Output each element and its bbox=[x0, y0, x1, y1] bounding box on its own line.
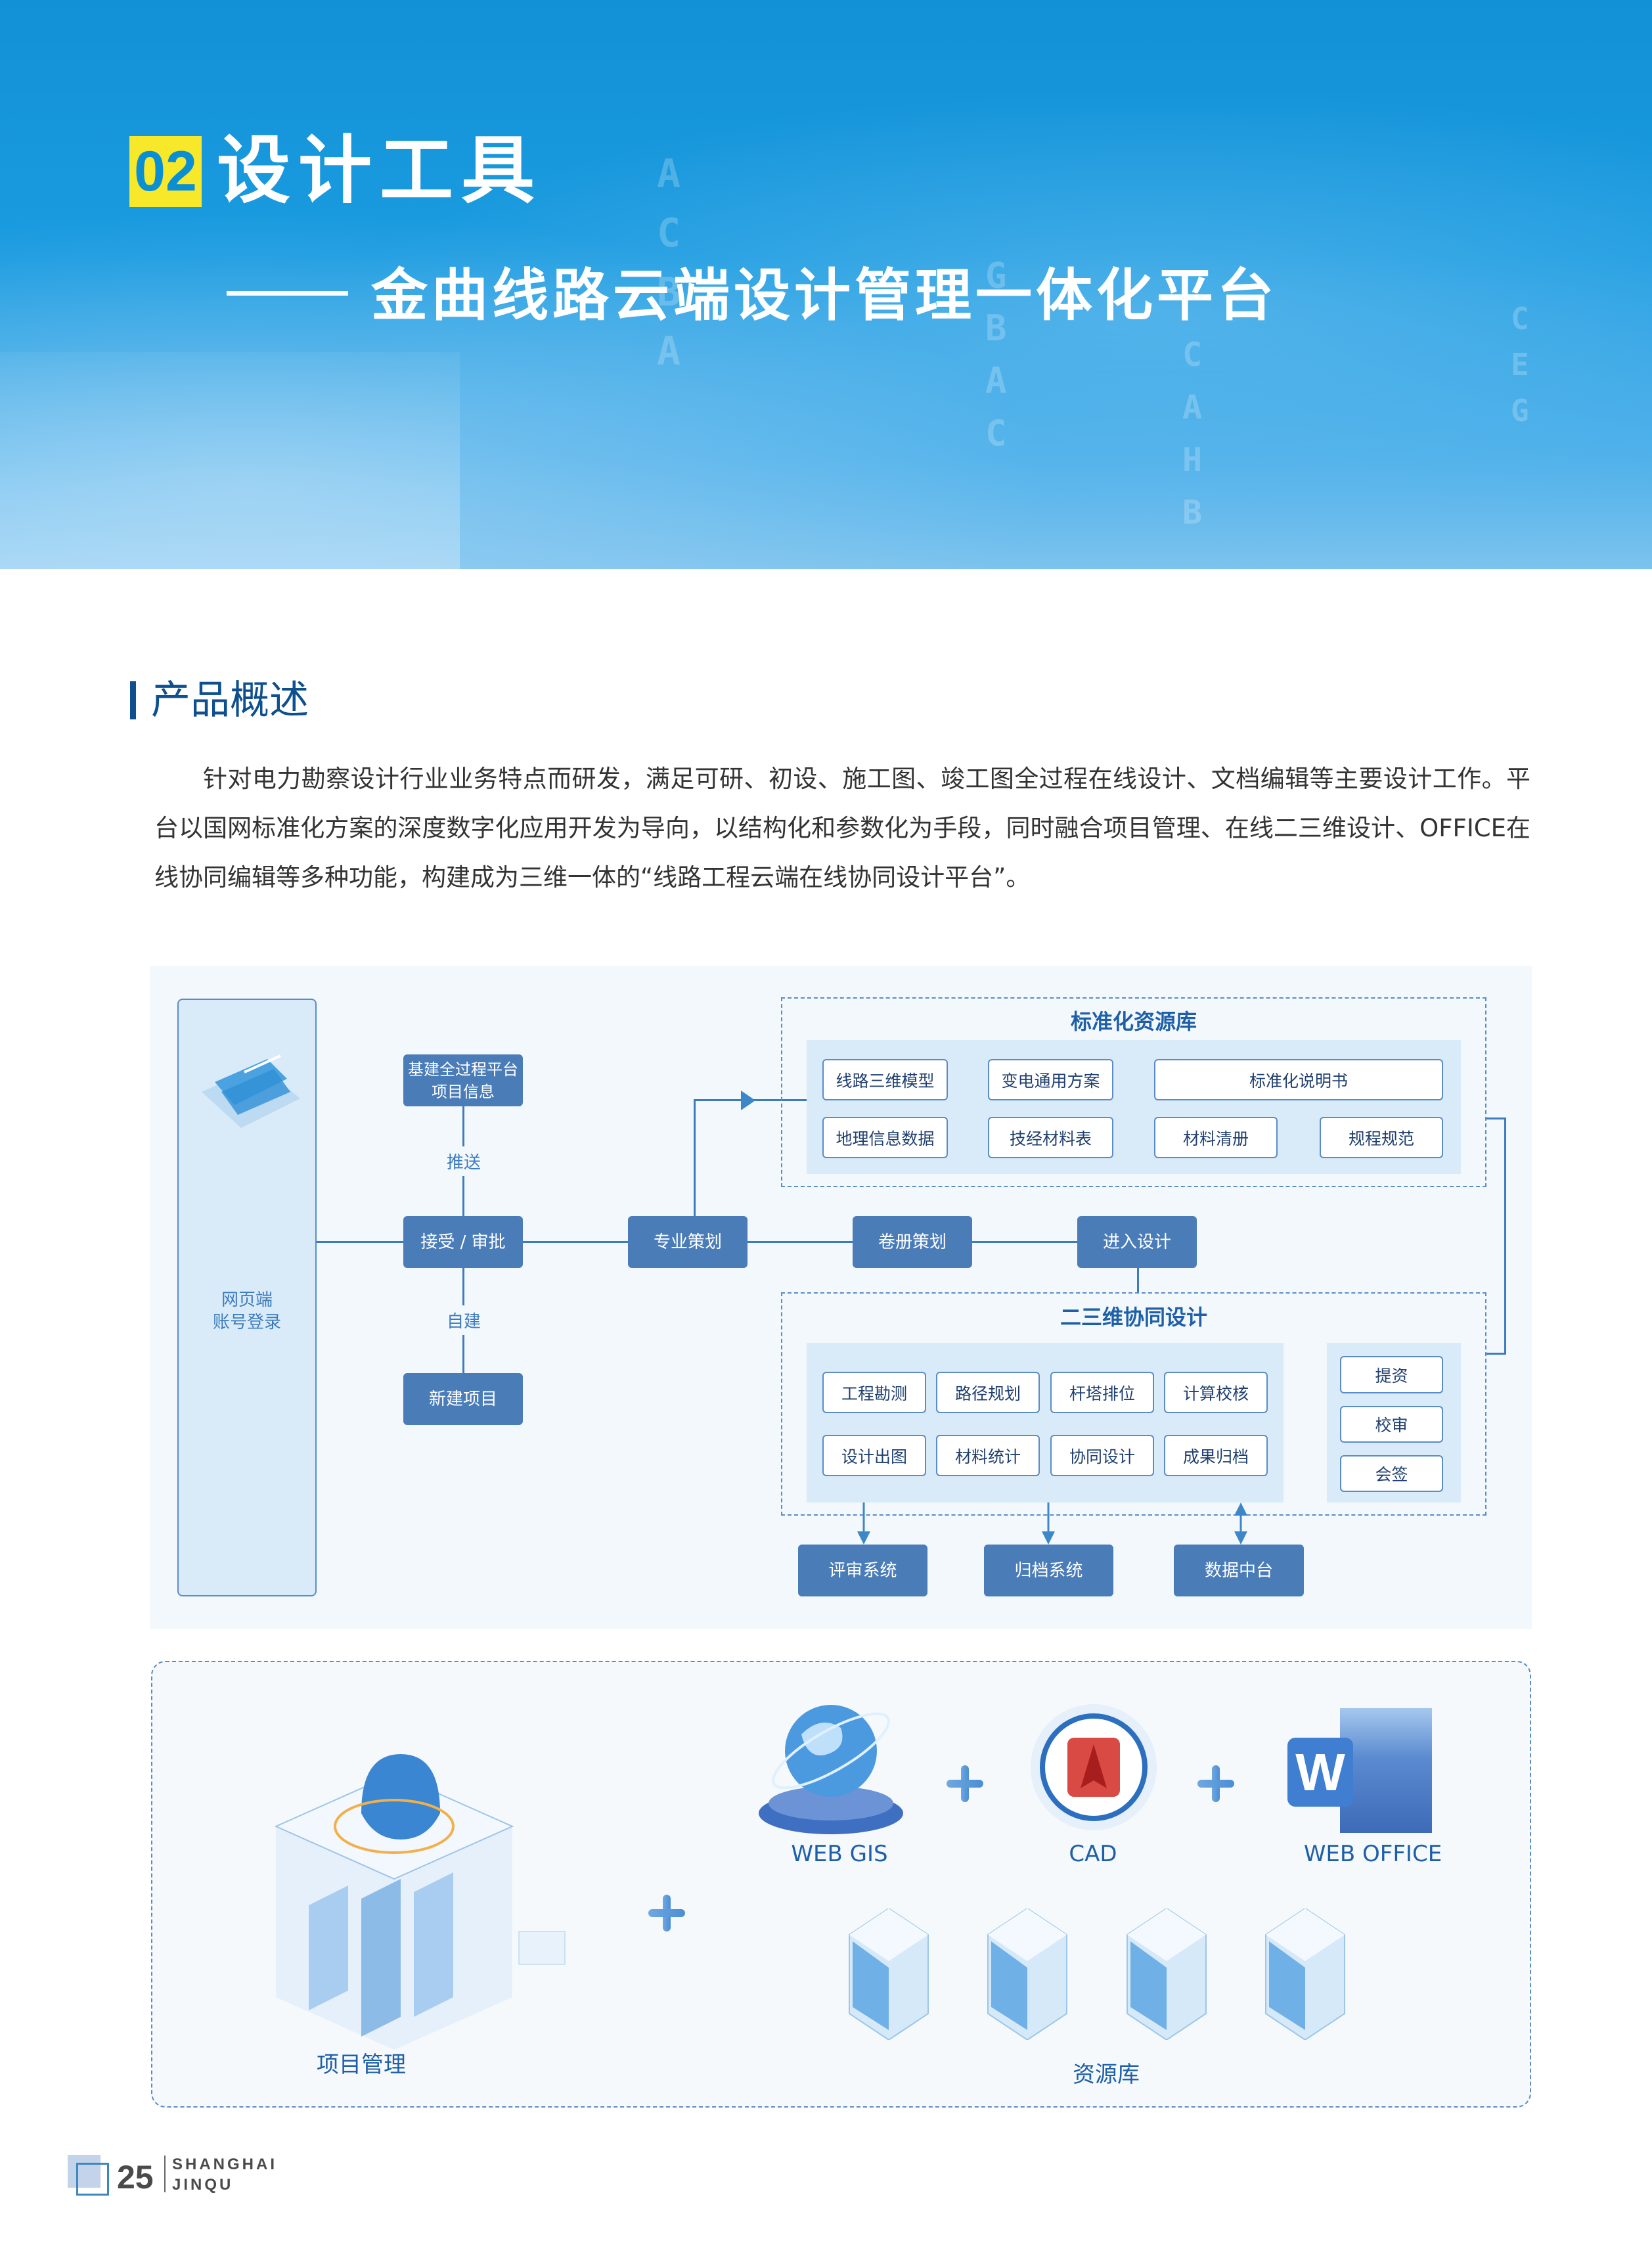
web-gis-label: WEB GIS bbox=[791, 1841, 888, 1867]
word-icon: W bbox=[1287, 1708, 1432, 1833]
collab-item[interactable]: 杆塔排位 bbox=[1050, 1372, 1154, 1413]
server-icon bbox=[1127, 1908, 1207, 2040]
page-number: 25 bbox=[117, 2159, 154, 2196]
connector-line bbox=[694, 1099, 696, 1216]
enter-design-box[interactable]: 进入设计 bbox=[1077, 1216, 1197, 1268]
footer-logo-outline bbox=[76, 2163, 109, 2196]
subtitle-dash bbox=[227, 291, 348, 296]
page-title: 设计工具 bbox=[217, 128, 543, 214]
arrow-down-icon bbox=[1042, 1502, 1055, 1545]
footer-logo-square bbox=[68, 2155, 100, 2188]
arrow-down-icon bbox=[857, 1502, 870, 1545]
server-icon bbox=[849, 1908, 929, 2040]
cad-label: CAD bbox=[1069, 1841, 1117, 1867]
archive-system-box[interactable]: 归档系统 bbox=[984, 1545, 1113, 1596]
cad-icon bbox=[1031, 1704, 1157, 1830]
resource-library-label: 资源库 bbox=[1073, 2062, 1140, 2088]
collab-item[interactable]: 计算校核 bbox=[1164, 1372, 1268, 1413]
collab-item[interactable]: 成果归档 bbox=[1164, 1435, 1268, 1476]
std-item[interactable]: 规程规范 bbox=[1320, 1117, 1443, 1158]
new-project-box[interactable]: 新建项目 bbox=[403, 1373, 523, 1425]
push-label: 推送 bbox=[444, 1146, 483, 1176]
footer-divider bbox=[164, 2156, 166, 2192]
plus-icon bbox=[648, 1895, 685, 1931]
professional-plan-box[interactable]: 专业策划 bbox=[628, 1216, 748, 1268]
plus-icon bbox=[947, 1765, 983, 1802]
arrow-bidirectional-icon bbox=[1234, 1502, 1247, 1545]
section-paragraph: 针对电力勘察设计行业业务特点而研发，满足可研、初设、施工图、竣工图全过程在线设计… bbox=[154, 765, 1530, 892]
review-item[interactable]: 校审 bbox=[1340, 1406, 1443, 1443]
std-item[interactable]: 技经材料表 bbox=[988, 1117, 1113, 1158]
page-subtitle: 金曲线路云端设计管理一体化平台 bbox=[371, 263, 1278, 328]
login-label: 网页端 账号登录 bbox=[212, 1290, 281, 1332]
collab-item[interactable]: 协同设计 bbox=[1050, 1435, 1154, 1476]
footer-company-line2: JINQU bbox=[172, 2176, 234, 2194]
web-office-label: WEB OFFICE bbox=[1303, 1841, 1442, 1867]
review-item[interactable]: 提资 bbox=[1340, 1356, 1443, 1393]
server-icon bbox=[987, 1908, 1067, 2040]
section-marker bbox=[130, 681, 136, 719]
std-item[interactable]: 变电通用方案 bbox=[988, 1059, 1113, 1100]
project-management-label: 项目管理 bbox=[317, 2052, 406, 2078]
server-icon bbox=[1265, 1908, 1345, 2040]
review-system-box[interactable]: 评审系统 bbox=[798, 1545, 927, 1596]
section-title: 产品概述 bbox=[151, 677, 309, 723]
std-item[interactable]: 线路三维模型 bbox=[822, 1059, 948, 1100]
connector-line bbox=[1137, 1268, 1139, 1293]
project-management-illustration-icon bbox=[274, 1754, 566, 2050]
std-item[interactable]: 地理信息数据 bbox=[822, 1117, 948, 1158]
collab-design-group bbox=[781, 1292, 1486, 1516]
collab-design-title: 二三维协同设计 bbox=[1060, 1305, 1207, 1330]
standard-library-title: 标准化资源库 bbox=[1070, 1009, 1197, 1034]
collab-panel bbox=[807, 1343, 1284, 1502]
review-item[interactable]: 会签 bbox=[1340, 1455, 1443, 1492]
feedback-connector bbox=[1486, 1118, 1506, 1355]
platform-info-box[interactable]: 基建全过程平台 项目信息 bbox=[403, 1054, 523, 1106]
login-panel: 网页端 账号登录 bbox=[177, 999, 317, 1596]
std-item[interactable]: 标准化说明书 bbox=[1154, 1059, 1443, 1100]
volume-plan-box[interactable]: 卷册策划 bbox=[853, 1216, 972, 1268]
globe-icon bbox=[759, 1705, 903, 1834]
section-number: 02 bbox=[129, 136, 202, 207]
self-build-label: 自建 bbox=[444, 1305, 483, 1335]
accept-approve-box[interactable]: 接受 / 审批 bbox=[403, 1216, 523, 1268]
collab-item[interactable]: 材料统计 bbox=[936, 1435, 1040, 1476]
footer-company-line1: SHANGHAI bbox=[172, 2156, 278, 2173]
arrow-right-icon bbox=[741, 1091, 755, 1110]
std-item[interactable]: 材料清册 bbox=[1154, 1117, 1278, 1158]
plus-icon bbox=[1197, 1765, 1234, 1802]
collab-item[interactable]: 工程勘测 bbox=[822, 1372, 926, 1413]
standard-library-group bbox=[781, 997, 1486, 1187]
cityscape-decoration bbox=[0, 352, 460, 569]
screen-illustration-icon bbox=[202, 1054, 300, 1128]
collab-item[interactable]: 设计出图 bbox=[822, 1435, 926, 1476]
collab-item[interactable]: 路径规划 bbox=[936, 1372, 1040, 1413]
data-center-box[interactable]: 数据中台 bbox=[1174, 1545, 1304, 1596]
